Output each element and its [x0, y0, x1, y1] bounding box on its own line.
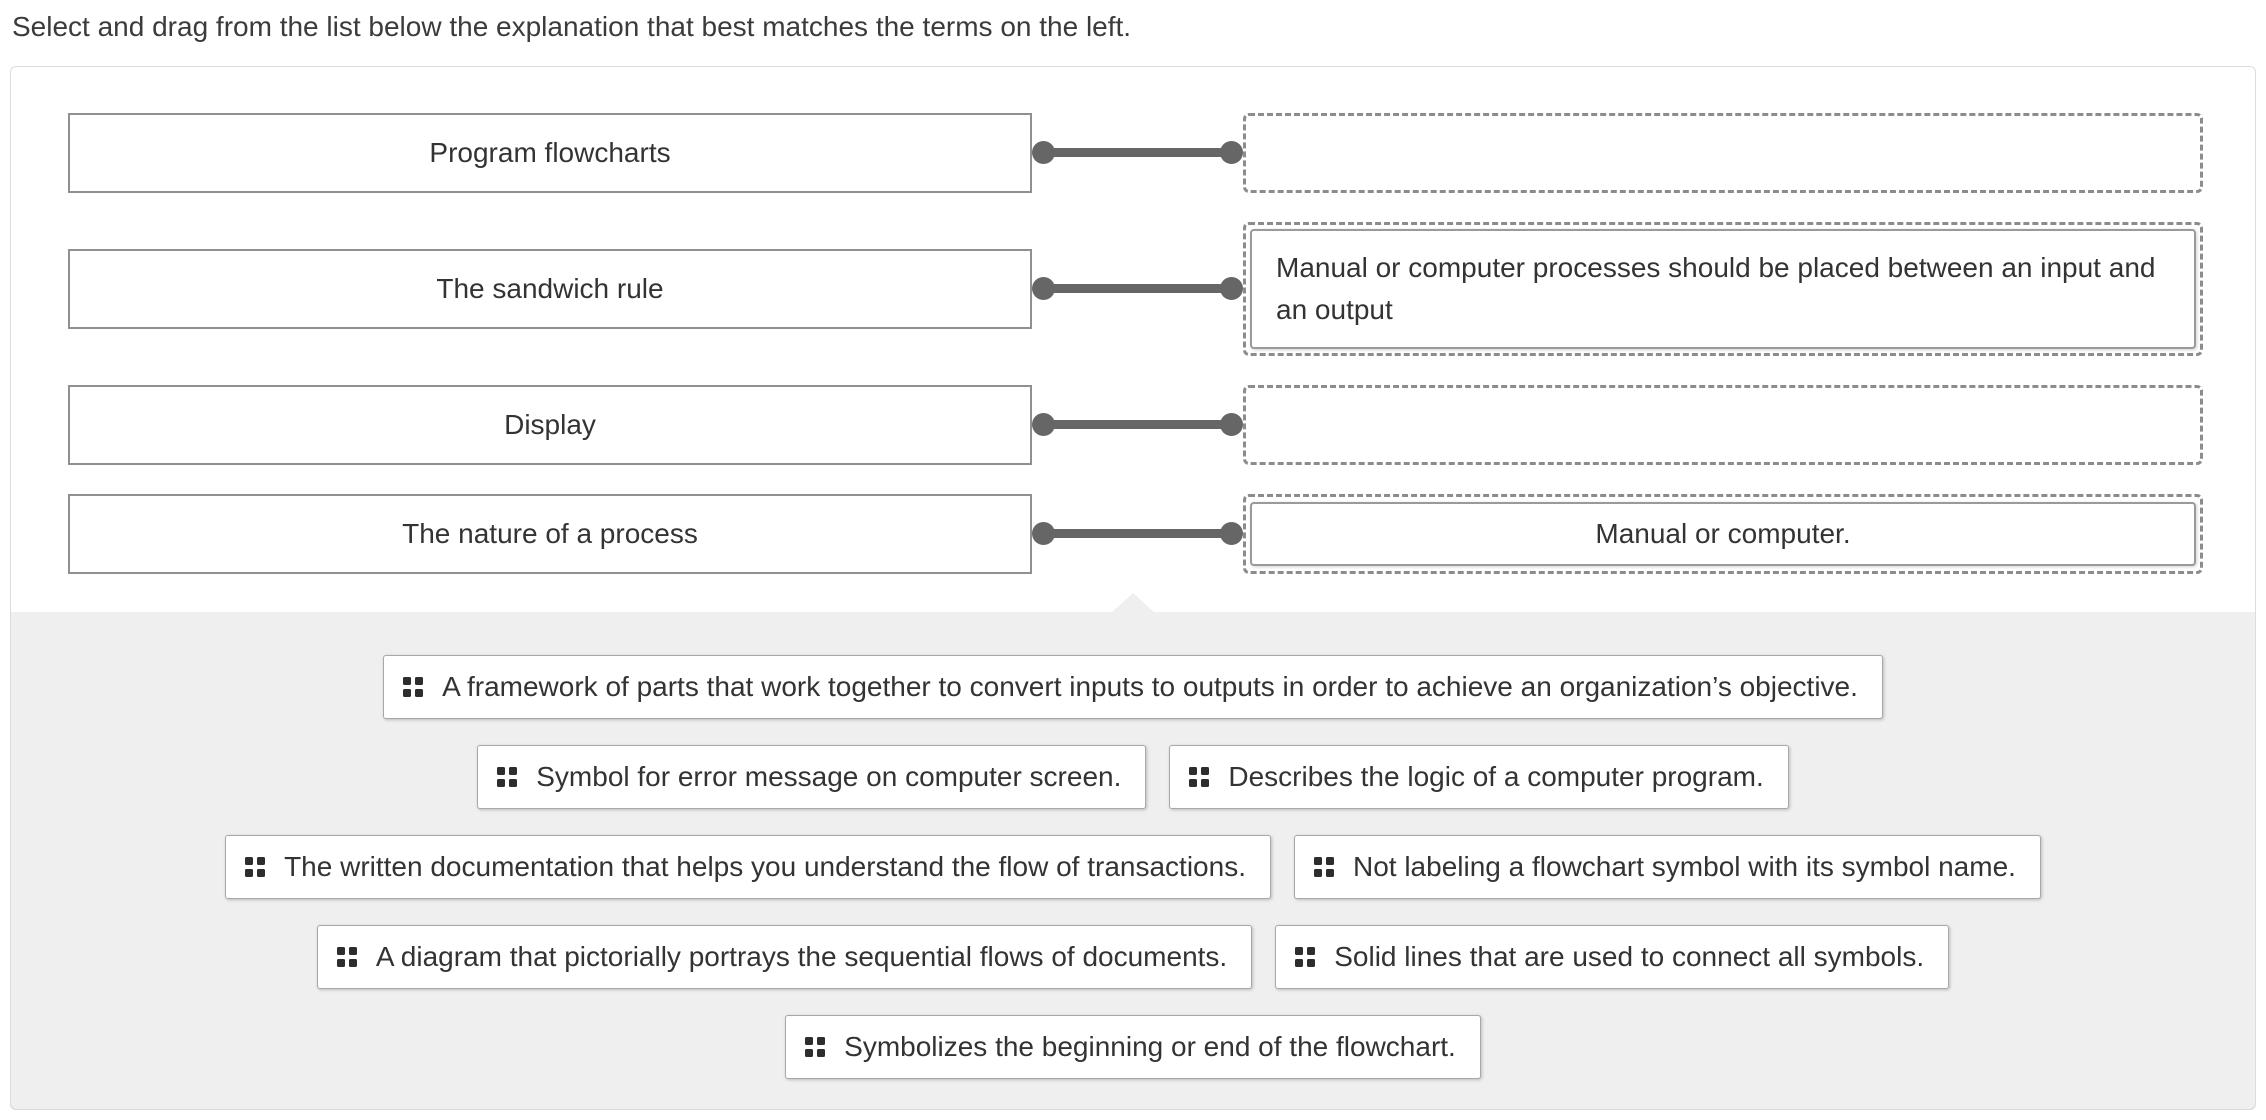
term-label: The sandwich rule [436, 272, 664, 304]
match-row-4: The nature of a process Manual or comput… [68, 493, 2203, 574]
option-chip-error-symbol[interactable]: Symbol for error message on computer scr… [477, 744, 1147, 809]
drop-zone-2[interactable]: Manual or computer processes should be p… [1243, 221, 2203, 356]
option-label: Not labeling a flowchart symbol with its… [1352, 850, 2016, 882]
option-chip-not-labeling[interactable]: Not labeling a flowchart symbol with its… [1293, 834, 2041, 899]
drop-zone-4[interactable]: Manual or computer. [1243, 493, 2203, 574]
tray-notch-icon [1111, 592, 1155, 613]
match-row-3: Display [68, 384, 2203, 465]
drag-handle-icon[interactable] [1313, 856, 1334, 877]
drag-handle-icon[interactable] [336, 946, 357, 967]
connector-dot-right [1220, 140, 1243, 164]
matching-panel: Program flowcharts The sandwich rule [11, 66, 2255, 612]
option-row-1: A framework of parts that work together … [31, 654, 2235, 719]
matching-exercise: Program flowcharts The sandwich rule [10, 65, 2256, 1110]
term-box-sandwich-rule: The sandwich rule [68, 248, 1032, 329]
answer-label: Manual or computer. [1595, 517, 1851, 549]
option-row-3: The written documentation that helps you… [31, 834, 2235, 899]
connector-line [1043, 419, 1232, 429]
option-label: Solid lines that are used to connect all… [1334, 940, 1925, 972]
option-chip-written-documentation[interactable]: The written documentation that helps you… [225, 834, 1271, 899]
option-chip-solid-lines[interactable]: Solid lines that are used to connect all… [1275, 924, 1950, 989]
drag-handle-icon[interactable] [245, 856, 266, 877]
drag-handle-icon[interactable] [497, 766, 518, 787]
connector-dot-right [1220, 276, 1243, 300]
term-box-program-flowcharts: Program flowcharts [68, 112, 1032, 193]
connector [1032, 520, 1243, 548]
drop-zone-1[interactable] [1243, 112, 2203, 193]
option-label: A diagram that pictorially portrays the … [375, 940, 1228, 972]
connector [1032, 139, 1243, 167]
term-label: Program flowcharts [429, 136, 671, 168]
option-chip-framework[interactable]: A framework of parts that work together … [383, 654, 1883, 719]
option-label: Symbol for error message on computer scr… [536, 760, 1122, 792]
connector-line [1043, 283, 1232, 293]
option-chip-diagram-pictorial[interactable]: A diagram that pictorially portrays the … [316, 924, 1253, 989]
term-label: The nature of a process [402, 517, 698, 549]
option-chip-logic-of-program[interactable]: Describes the logic of a computer progra… [1169, 744, 1789, 809]
connector-line [1043, 147, 1232, 157]
connector-dot-right [1220, 521, 1243, 545]
drag-handle-icon[interactable] [1295, 946, 1316, 967]
option-row-4: A diagram that pictorially portrays the … [31, 924, 2235, 989]
option-row-5: Symbolizes the beginning or end of the f… [31, 1014, 2235, 1079]
option-row-2: Symbol for error message on computer scr… [31, 744, 2235, 809]
connector [1032, 275, 1243, 303]
drop-zone-3[interactable] [1243, 384, 2203, 465]
term-label: Display [504, 408, 596, 440]
connector-line [1043, 528, 1232, 538]
connector-dot-right [1220, 412, 1243, 436]
option-label: A framework of parts that work together … [442, 670, 1858, 702]
options-tray: A framework of parts that work together … [11, 592, 2255, 1109]
option-label: The written documentation that helps you… [284, 850, 1246, 882]
drag-handle-icon[interactable] [805, 1036, 826, 1057]
term-box-nature-of-process: The nature of a process [68, 493, 1032, 574]
option-label: Symbolizes the beginning or end of the f… [844, 1030, 1456, 1062]
connector [1032, 411, 1243, 439]
drag-handle-icon[interactable] [403, 676, 424, 697]
option-label: Describes the logic of a computer progra… [1228, 760, 1764, 792]
option-chip-beginning-or-end[interactable]: Symbolizes the beginning or end of the f… [785, 1014, 1481, 1079]
match-row-2: The sandwich rule Manual or computer pro… [68, 221, 2203, 356]
instruction-text: Select and drag from the list below the … [12, 11, 1132, 42]
match-row-1: Program flowcharts [68, 112, 2203, 193]
dropped-answer[interactable]: Manual or computer processes should be p… [1250, 228, 2196, 349]
term-box-display: Display [68, 384, 1032, 465]
answer-label: Manual or computer processes should be p… [1276, 251, 2156, 325]
drag-handle-icon[interactable] [1189, 766, 1210, 787]
dropped-answer[interactable]: Manual or computer. [1250, 501, 2196, 566]
